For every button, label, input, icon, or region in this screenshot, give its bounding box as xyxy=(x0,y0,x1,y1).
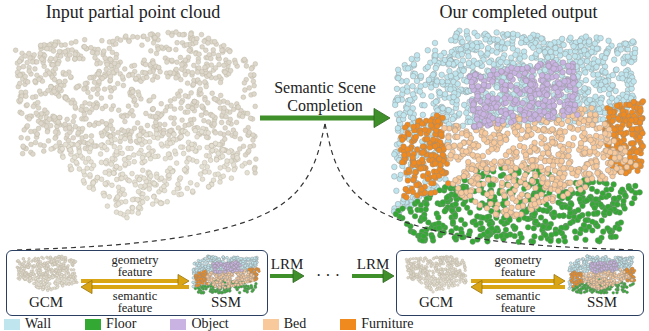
figure: Input partial point cloudOur completed o… xyxy=(0,0,649,331)
